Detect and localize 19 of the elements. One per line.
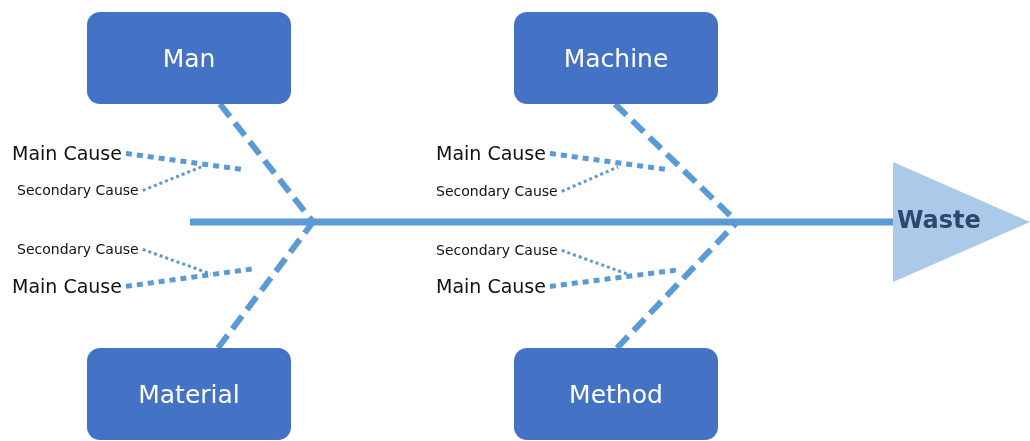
dotted-cause-line [142,248,212,276]
category-box: Material [87,348,291,440]
dotted-cause-line [125,266,253,289]
secondary-cause-label: Secondary Cause [436,183,558,200]
dotted-cause-line [549,267,678,289]
secondary-cause-label: Secondary Cause [17,241,139,258]
secondary-cause-label: Secondary Cause [436,242,558,259]
dashed-bone-line [612,101,740,225]
effect-label: Waste [897,206,981,234]
secondary-cause-label: Secondary Cause [17,182,139,199]
category-box: Man [87,12,291,104]
main-cause-label: Main Cause [12,142,122,165]
dotted-cause-line [561,165,619,193]
category-box: Machine [514,12,718,104]
category-box: Method [514,348,718,440]
main-cause-label: Main Cause [436,275,546,298]
main-cause-label: Main Cause [436,142,546,165]
dotted-cause-line [142,163,207,192]
main-cause-label: Main Cause [12,275,122,298]
